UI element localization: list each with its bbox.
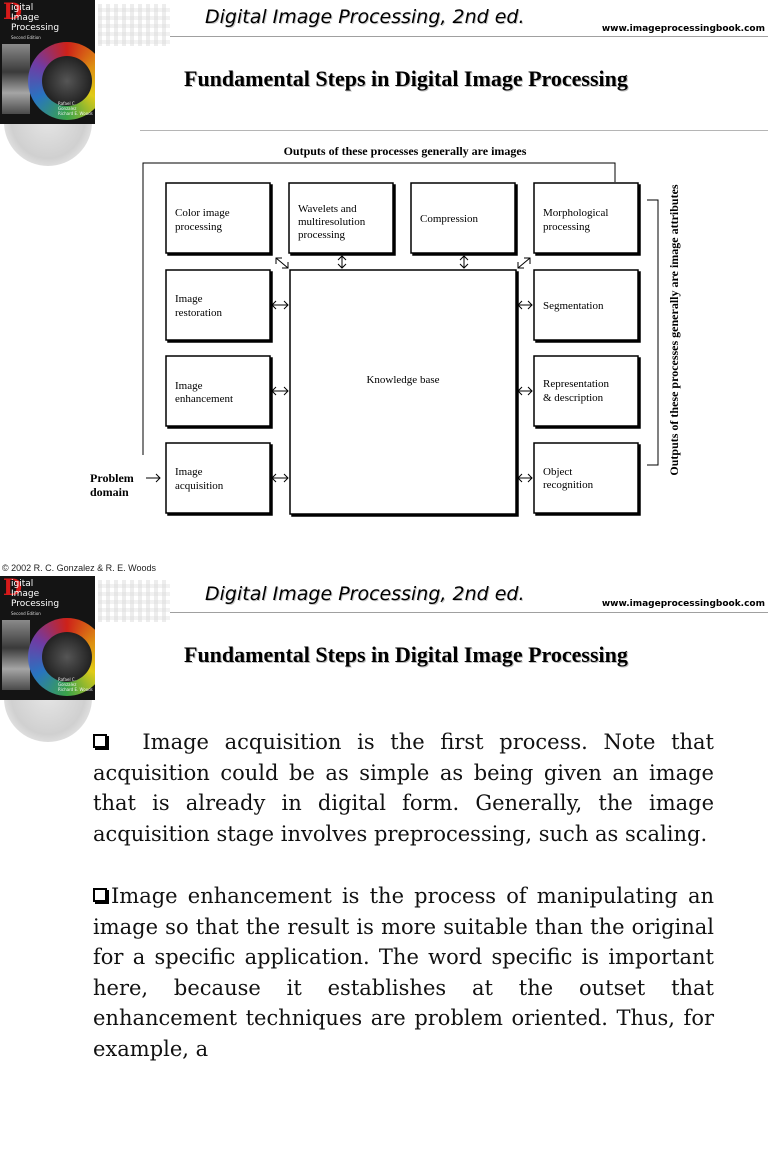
image-enhancement-label-2: enhancement [175, 393, 233, 405]
cover-line-3: Processing [11, 23, 60, 33]
cover-author-2: Richard E. Woods [58, 687, 93, 692]
object-recognition-box [533, 442, 639, 514]
right-caption: Outputs of these processes generally are… [667, 184, 681, 476]
title-rule [140, 130, 768, 131]
cover-authors: Rafael C. Gonzalez Richard E. Woods [58, 101, 95, 116]
arrow-wavelets [337, 255, 347, 269]
representation-box [533, 355, 639, 427]
cover-line-2: Image [11, 589, 40, 599]
arrow-representation [517, 386, 533, 396]
wavelets-box [288, 182, 394, 254]
cover-edition: Second Edition [11, 35, 41, 40]
cover-ring-center [42, 56, 92, 106]
arrow-enhancement [271, 386, 289, 396]
wavelets-label-3: processing [298, 229, 346, 241]
arrow-segmentation [517, 300, 533, 310]
image-enhancement-box [165, 355, 271, 427]
image-restoration-box [165, 269, 271, 341]
cover-authors: Rafael C. Gonzalez Richard E. Woods [58, 677, 95, 692]
top-bracket-line [142, 162, 616, 455]
segmentation-label: Segmentation [543, 300, 604, 312]
header-rule [170, 36, 768, 37]
right-process-boxes: Morphological processing Segmentation Re… [533, 182, 639, 514]
cover-ring-center [42, 632, 92, 682]
cover-logo-letter: D [3, 0, 23, 25]
checkbox-bullet-icon [93, 888, 107, 902]
cover-edition: Second Edition [11, 611, 41, 616]
header-title: Digital Image Processing, 2nd ed. [205, 6, 525, 28]
decorative-pixel-pattern [98, 580, 170, 622]
connector-arrows [146, 255, 533, 483]
arrow-restoration [271, 300, 289, 310]
compression-box [410, 182, 516, 254]
representation-label-1: Representation [543, 378, 609, 390]
image-acquisition-label-2: acquisition [175, 480, 224, 492]
header-title: Digital Image Processing, 2nd ed. [205, 583, 525, 605]
header-rule [170, 612, 768, 613]
arrow-morphological [517, 257, 531, 269]
segmentation-box [533, 269, 639, 341]
checkbox-bullet-icon [93, 734, 107, 748]
morphological-label-1: Morphological [543, 207, 608, 219]
paragraph-text: Image enhancement is the process of mani… [93, 884, 714, 1061]
paragraph-image-enhancement: Image enhancement is the process of mani… [93, 881, 714, 1064]
slide-title: Fundamental Steps in Digital Image Proce… [184, 66, 628, 91]
color-image-processing-label-2: processing [175, 221, 223, 233]
header-url: www.imageprocessingbook.com [601, 599, 765, 609]
book-cover-image: D igital Image Processing Second Edition… [0, 576, 95, 700]
arrow-problem-domain [146, 473, 161, 483]
cover-thumbnails [2, 620, 30, 690]
arrow-compression [459, 255, 469, 269]
right-bracket-line [647, 199, 659, 466]
top-caption: Outputs of these processes generally are… [284, 144, 527, 158]
arrow-recognition [517, 473, 533, 483]
cover-author-1: Rafael C. Gonzalez [58, 101, 77, 111]
slide-2: D igital Image Processing Second Edition… [0, 576, 768, 1152]
paragraph-image-acquisition: Image acquisition is the first process. … [93, 727, 714, 849]
problem-domain-label-1: Problem [90, 471, 134, 485]
cover-author-2: Richard E. Woods [58, 111, 93, 116]
cover-author-1: Rafael C. Gonzalez [58, 677, 77, 687]
left-process-boxes: Color image processing Image restoration… [165, 182, 271, 514]
slide-title: Fundamental Steps in Digital Image Proce… [184, 642, 628, 667]
wavelets-label-1: Wavelets and [298, 203, 357, 215]
object-recognition-label-2: recognition [543, 479, 594, 491]
knowledge-base-label: Knowledge base [366, 374, 439, 386]
object-recognition-label-1: Object [543, 466, 572, 478]
representation-label-2: & description [543, 392, 604, 404]
image-enhancement-label-1: Image [175, 380, 203, 392]
header-url: www.imageprocessingbook.com [601, 24, 765, 34]
arrow-color [275, 257, 289, 269]
cover-line-3: Processing [11, 599, 60, 609]
cover-logo-letter: D [3, 576, 23, 601]
book-cover-image: D igital Image Processing Second Edition… [0, 0, 95, 124]
compression-label: Compression [420, 213, 479, 225]
image-restoration-label-2: restoration [175, 307, 223, 319]
slide-1: D igital Image Processing Second Edition… [0, 0, 768, 573]
problem-domain-label-2: domain [90, 485, 129, 499]
arrow-acquisition [271, 473, 289, 483]
top-process-boxes: Wavelets and multiresolution processing … [288, 182, 516, 254]
color-image-processing-box [165, 182, 271, 254]
wavelets-label-2: multiresolution [298, 216, 366, 228]
cover-line-1: igital [11, 579, 34, 589]
morphological-label-2: processing [543, 221, 591, 233]
color-image-processing-label-1: Color image [175, 207, 230, 219]
cover-line-1: igital [11, 3, 34, 13]
cover-line-2: Image [11, 13, 40, 23]
knowledge-base-box [289, 269, 517, 515]
paragraph-text: Image acquisition is the first process. … [93, 730, 714, 846]
image-restoration-label-1: Image [175, 293, 203, 305]
image-acquisition-box [165, 442, 271, 514]
decorative-pixel-pattern [98, 4, 170, 46]
image-acquisition-label-1: Image [175, 466, 203, 478]
cover-thumbnails [2, 44, 30, 114]
fundamental-steps-diagram: Outputs of these processes generally are… [90, 144, 681, 515]
copyright-notice: © 2002 R. C. Gonzalez & R. E. Woods [2, 563, 157, 573]
morphological-processing-box [533, 182, 639, 254]
